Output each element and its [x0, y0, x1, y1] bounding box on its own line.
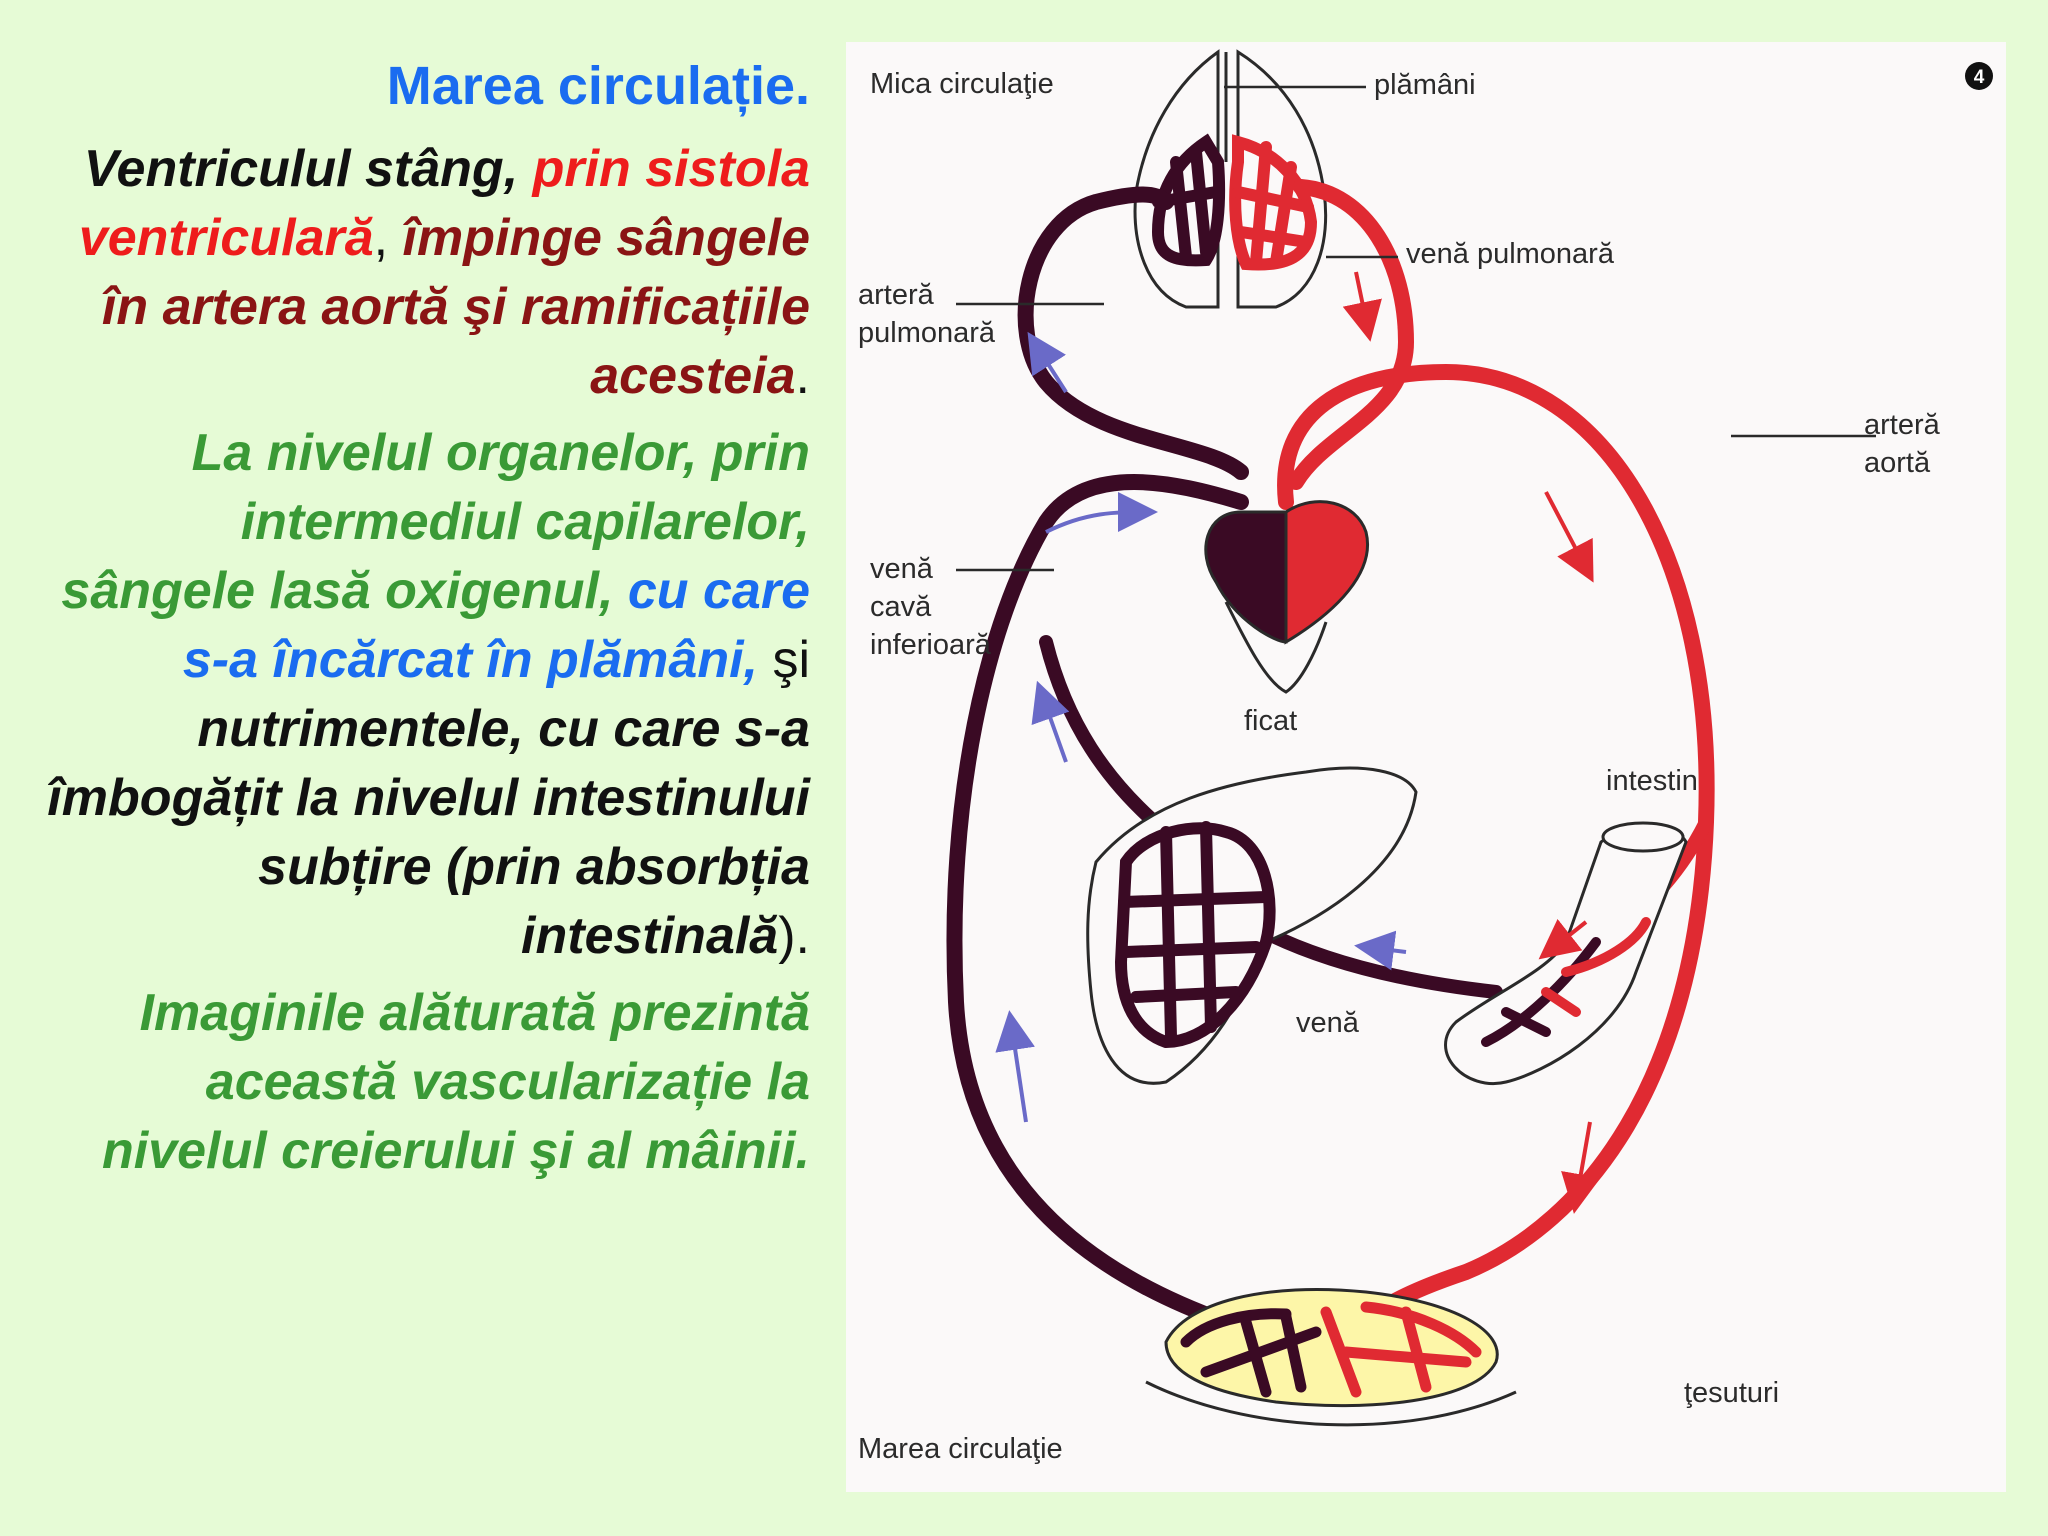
- circulation-diagram: 4 Mica circulaţie Marea circulaţie plămâ…: [846, 42, 2006, 1492]
- paragraph-1: Ventriculul stâng, prin sistola ventricu…: [40, 135, 810, 411]
- label-artera-aorta: arteră aortă: [1864, 406, 1940, 482]
- label-intestin: intestin: [1606, 765, 1698, 797]
- paragraph-3: Imaginile alăturată prezintă această vas…: [101, 984, 810, 1180]
- figure-badge: [1965, 62, 1993, 90]
- label-artera-pulmonara: arteră pulmonară: [858, 276, 995, 352]
- heading-dot: .: [794, 56, 810, 116]
- p2-part-b: cu care s-a încărcat în plămâni,: [182, 562, 810, 689]
- label-vena-cava: venă cavă inferioară: [870, 550, 991, 664]
- p1-part-a: Ventriculul stâng,: [83, 140, 533, 198]
- heading: Marea circulație.: [40, 52, 810, 121]
- p2-part-e: ).: [778, 907, 810, 965]
- label-vena: venă: [1296, 1007, 1359, 1039]
- label-plamani: plămâni: [1374, 69, 1476, 101]
- label-vena-cava-line1: venă: [870, 553, 933, 585]
- label-artera-pulmonara-line2: pulmonară: [858, 317, 996, 349]
- tissues: [1145, 1287, 1517, 1427]
- marea-circulatie-title: Marea circulaţie: [858, 1433, 1063, 1465]
- paragraph-2: La nivelul organelor, prin intermediul c…: [40, 419, 810, 971]
- label-artera-aorta-line1: arteră: [1864, 409, 1940, 441]
- p2-part-c: şi: [758, 631, 810, 689]
- label-artera-aorta-line2: aortă: [1864, 447, 1931, 479]
- label-ficat: ficat: [1244, 705, 1298, 737]
- label-artera-pulmonara-line1: arteră: [858, 279, 934, 311]
- mica-circulatie-title: Mica circulaţie: [870, 68, 1054, 100]
- pulmonary-vein: [1288, 179, 1415, 490]
- p1-part-e: .: [795, 347, 810, 405]
- label-vena-cava-line3: inferioară: [870, 629, 991, 661]
- label-tesuturi: ţesuturi: [1684, 1377, 1780, 1409]
- p1-part-d: împinge sângele în artera aortă şi ramif…: [101, 209, 810, 405]
- aorta: [1277, 363, 1715, 1350]
- circulation-drawing: 4: [946, 49, 1993, 1427]
- vena-cava: [946, 474, 1249, 1330]
- p2-part-a: La nivelul organelor, prin intermediul c…: [61, 424, 810, 620]
- pulmonary-artery: [1017, 186, 1249, 480]
- heading-text: Marea circulație: [386, 56, 795, 116]
- text-column: Marea circulație. Ventriculul stâng, pri…: [40, 52, 810, 1194]
- lung-capillaries: [1151, 133, 1318, 271]
- label-vena-pulmonara: venă pulmonară: [1406, 238, 1614, 270]
- flow-arrows: [995, 271, 1601, 1214]
- leader-lines: [956, 85, 1876, 572]
- p1-part-c: ,: [373, 209, 389, 267]
- p2-part-d: nutrimentele, cu care s-a îmbogățit la n…: [47, 700, 810, 965]
- badge-number: 4: [1974, 67, 1985, 88]
- label-vena-cava-line2: cavă: [870, 591, 932, 623]
- intestine: [1444, 821, 1688, 1085]
- heart: [1204, 500, 1369, 694]
- hepatic-vein: [1039, 635, 1173, 839]
- p1-part-b: prin sistola ventriculară: [78, 140, 810, 267]
- liver: [1086, 766, 1418, 1085]
